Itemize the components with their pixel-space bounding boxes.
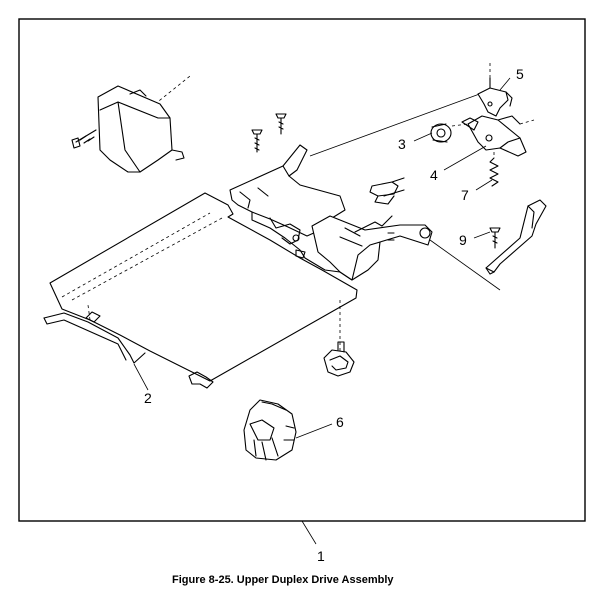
- callout-1: 1: [317, 548, 325, 564]
- callout-6: 6: [336, 414, 344, 430]
- cover-housing: [97, 85, 185, 173]
- callout-2: 2: [144, 390, 152, 406]
- leader-lines: [133, 77, 511, 545]
- lower-clip: [323, 341, 355, 377]
- callout-3: 3: [398, 136, 406, 152]
- frame-screw-left: [251, 129, 263, 153]
- drive-frame: [229, 144, 433, 281]
- axis-line-lower: [429, 239, 501, 291]
- roller-part-3: [430, 123, 452, 143]
- callout-4: 4: [430, 167, 438, 183]
- cover-screw: [71, 129, 97, 149]
- callout-9: 9: [459, 232, 467, 248]
- motor-part-6: [243, 399, 297, 461]
- callout-7: 7: [461, 187, 469, 203]
- base-plate: [43, 192, 358, 389]
- lever-screw: [489, 227, 501, 249]
- shaft-assembly-part-4: [451, 115, 535, 157]
- callout-5: 5: [516, 66, 524, 82]
- frame-clip: [369, 177, 405, 205]
- axis-line-main: [309, 91, 486, 157]
- lever-part-9: [485, 199, 547, 275]
- spring-part-7: [489, 152, 499, 187]
- bracket-part-5: [477, 62, 513, 117]
- frame-screw-right: [275, 113, 287, 135]
- figure-caption: Figure 8-25. Upper Duplex Drive Assembly: [172, 574, 394, 586]
